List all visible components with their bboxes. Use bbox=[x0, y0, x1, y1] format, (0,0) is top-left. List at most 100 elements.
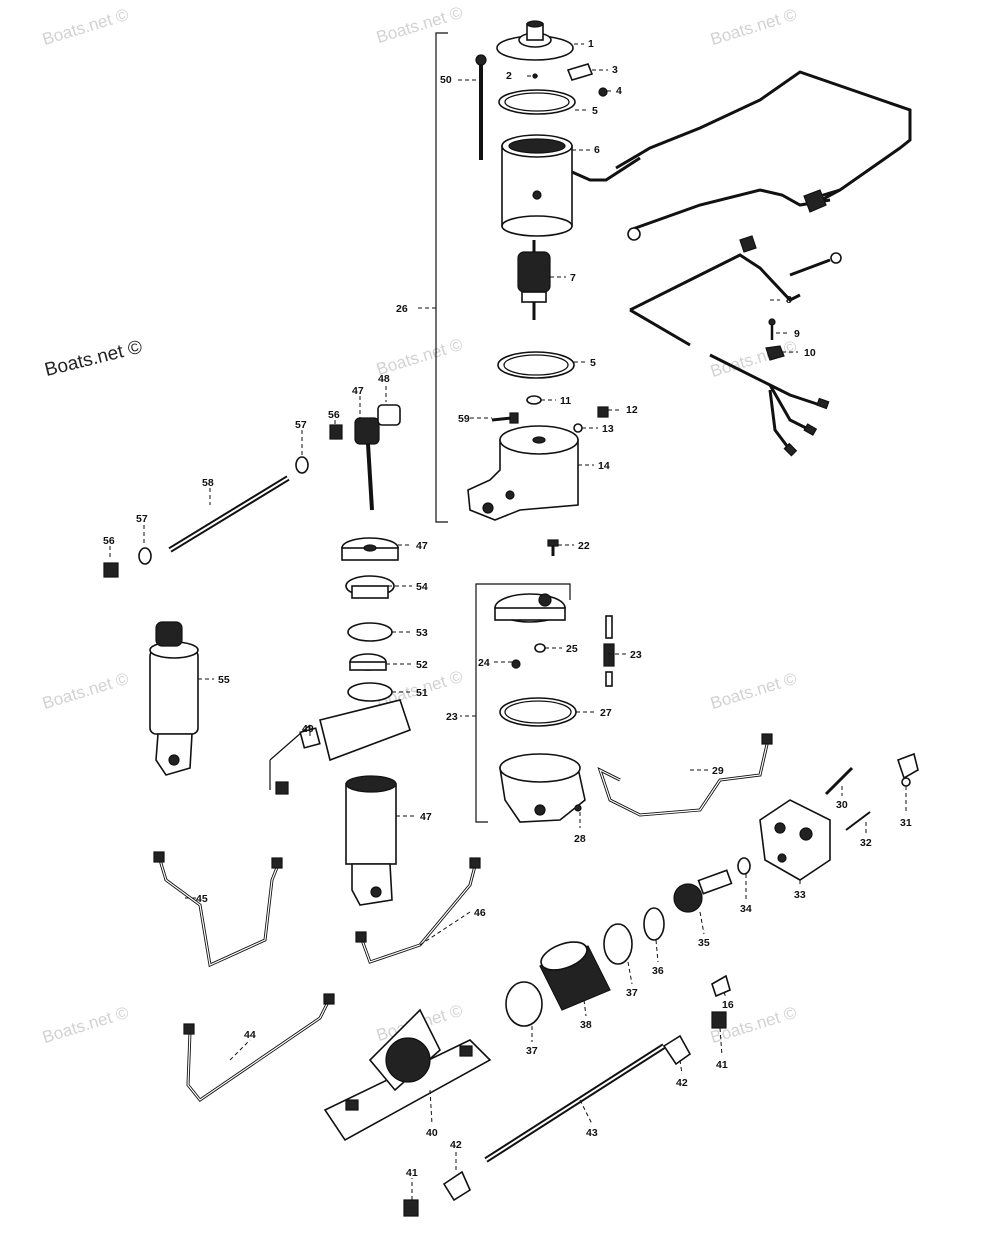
callout: 12 bbox=[626, 404, 638, 416]
ball-25 bbox=[534, 643, 546, 653]
o-ring-51 bbox=[347, 682, 393, 702]
bushing-42b bbox=[442, 1170, 472, 1202]
callout: 11 bbox=[560, 395, 571, 407]
callout: 49 bbox=[302, 723, 314, 735]
callout: 31 bbox=[900, 817, 912, 829]
callout: 47 bbox=[352, 385, 364, 397]
nut-41 bbox=[711, 1011, 727, 1029]
callout: 28 bbox=[574, 833, 586, 845]
o-ring-27 bbox=[499, 697, 577, 727]
callout: 43 bbox=[586, 1127, 598, 1139]
callout: 47 bbox=[420, 811, 432, 823]
callout: 40 bbox=[426, 1127, 438, 1139]
motor-end-cap bbox=[496, 20, 574, 61]
callout: 47 bbox=[416, 540, 428, 552]
callout: 46 bbox=[474, 907, 486, 919]
relief-valve bbox=[603, 615, 615, 687]
callout: 42 bbox=[676, 1077, 688, 1089]
shock-absorber bbox=[149, 621, 199, 776]
callout: 58 bbox=[202, 477, 214, 489]
seal-ring bbox=[497, 351, 575, 379]
callout: 4 bbox=[616, 85, 622, 97]
clamp bbox=[319, 699, 412, 762]
o-ring-34 bbox=[737, 857, 751, 875]
callout: 38 bbox=[580, 1019, 592, 1031]
callout: 14 bbox=[598, 460, 610, 472]
callout: 59 bbox=[458, 413, 470, 425]
wiring-harness bbox=[615, 70, 912, 457]
callout: 57 bbox=[295, 419, 307, 431]
callout: 24 bbox=[478, 657, 490, 669]
callout: 42 bbox=[450, 1139, 462, 1151]
callout: 8 bbox=[786, 294, 792, 306]
callout: 51 bbox=[416, 687, 428, 699]
bolt-22 bbox=[547, 539, 559, 556]
callout: 26 bbox=[396, 303, 408, 315]
callout: 56 bbox=[328, 409, 340, 421]
callout: 56 bbox=[103, 535, 115, 547]
callout: 2 bbox=[506, 70, 512, 82]
pump-body bbox=[467, 425, 579, 521]
mounting-block bbox=[323, 1008, 492, 1142]
screw-32 bbox=[845, 811, 871, 831]
o-ring-37b bbox=[505, 981, 543, 1027]
leader-lines bbox=[109, 43, 907, 1200]
callout: 10 bbox=[804, 347, 816, 359]
armature bbox=[517, 240, 551, 320]
callout: 44 bbox=[244, 1029, 256, 1041]
callout: 50 bbox=[440, 74, 452, 86]
o-ring bbox=[498, 89, 576, 115]
callout: 34 bbox=[740, 903, 752, 915]
callout: 48 bbox=[378, 373, 390, 385]
hydraulic-line-44 bbox=[186, 997, 332, 1103]
callout: 27 bbox=[600, 707, 612, 719]
callout: 32 bbox=[860, 837, 872, 849]
callout: 41 bbox=[406, 1167, 418, 1179]
callout: 7 bbox=[570, 272, 576, 284]
o-ring-53 bbox=[347, 622, 393, 642]
small-o-ring bbox=[526, 395, 542, 405]
o-ring-37 bbox=[603, 923, 633, 965]
callout: 37 bbox=[526, 1045, 538, 1057]
callout: 45 bbox=[196, 893, 208, 905]
callout: 36 bbox=[652, 965, 664, 977]
pump-cover bbox=[494, 593, 566, 623]
motor-housing bbox=[501, 134, 641, 237]
through-bolt bbox=[475, 54, 487, 160]
bolt-30 bbox=[824, 766, 854, 796]
callout: 57 bbox=[136, 513, 148, 525]
callout: 35 bbox=[698, 937, 710, 949]
callout: 33 bbox=[794, 889, 806, 901]
callout: 3 bbox=[612, 64, 618, 76]
callout: 22 bbox=[578, 540, 590, 552]
washer-57 bbox=[295, 456, 309, 474]
bracket-26 bbox=[435, 32, 448, 523]
washer-57b bbox=[138, 547, 152, 565]
callout: 23 bbox=[446, 711, 458, 723]
callout: 55 bbox=[218, 674, 230, 686]
piston-35 bbox=[673, 869, 733, 913]
pump-housing bbox=[499, 753, 586, 823]
clip-10 bbox=[765, 345, 785, 361]
callout: 29 bbox=[712, 765, 724, 777]
sleeve-38 bbox=[539, 941, 611, 1011]
callout: 54 bbox=[416, 581, 428, 593]
callout: 5 bbox=[590, 357, 596, 369]
nut-56 bbox=[329, 424, 343, 440]
brush-clip bbox=[566, 63, 594, 81]
bolt bbox=[491, 412, 519, 424]
callout: 13 bbox=[602, 423, 614, 435]
o-ring-36 bbox=[643, 907, 665, 941]
callout: 6 bbox=[594, 144, 600, 156]
washer bbox=[573, 423, 583, 433]
callout: 25 bbox=[566, 643, 578, 655]
hydraulic-block bbox=[759, 799, 831, 881]
plug-28 bbox=[574, 804, 582, 812]
callout: 41 bbox=[716, 1059, 728, 1071]
callout: 37 bbox=[626, 987, 638, 999]
callout-labels: 1 2 3 4 5 6 7 8 9 10 5 11 59 12 13 14 22… bbox=[103, 38, 912, 1179]
bracket-23 bbox=[475, 583, 571, 823]
bleed-valve bbox=[896, 752, 919, 787]
